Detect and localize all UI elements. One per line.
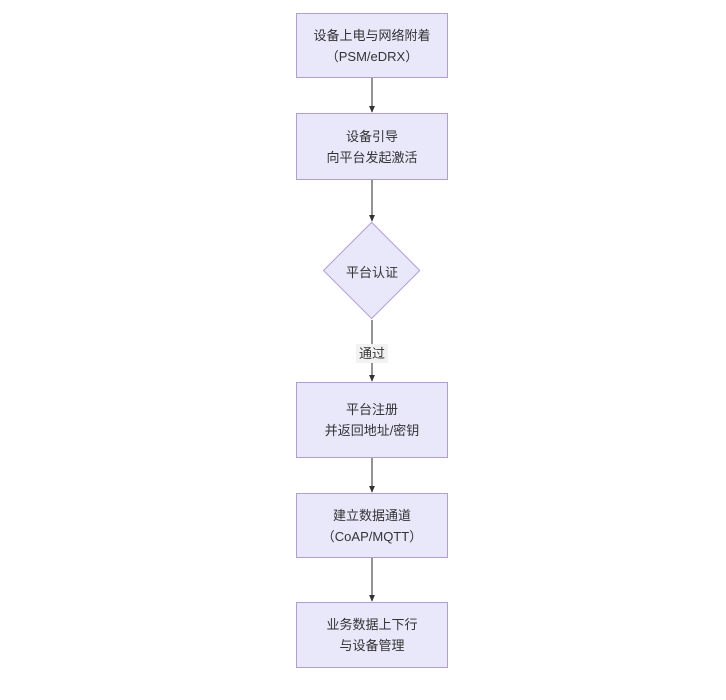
node-bootstrap[interactable]: 设备引导向平台发起激活 [296,113,448,180]
node-label-power-on-line-2: （PSM/eDRX） [325,48,419,64]
node-label-data-channel-line-2: （CoAP/MQTT） [321,528,423,544]
node-power-on[interactable]: 设备上电与网络附着 （PSM/eDRX） [296,13,448,78]
node-label-service-data-line-1: 业务数据上下行 [326,617,418,632]
node-label-platform-register-line-2: 并返回地址/密钥 [324,423,420,438]
node-label-power-on-line-1: 设备上电与网络附着 [313,27,431,43]
node-label-data-channel-line-1: 建立数据通道 [332,507,411,523]
edge-label-e3: 通过 [355,344,389,363]
node-label-bootstrap-line-1: 设备引导 [345,128,398,144]
node-label-auth-decision: 平台认证 [345,264,398,280]
node-auth-decision[interactable]: 平台认证 [323,222,421,320]
node-service-data[interactable]: 业务数据上下行与设备管理 [296,602,448,668]
node-platform-register[interactable]: 平台注册并返回地址/密钥 [296,382,448,458]
node-label-platform-register-line-1: 平台注册 [345,402,398,417]
node-label-bootstrap-line-2: 向平台发起激活 [326,149,418,165]
node-data-channel[interactable]: 建立数据通道 （CoAP/MQTT） [296,493,448,558]
node-label-service-data-line-2: 与设备管理 [339,638,405,653]
